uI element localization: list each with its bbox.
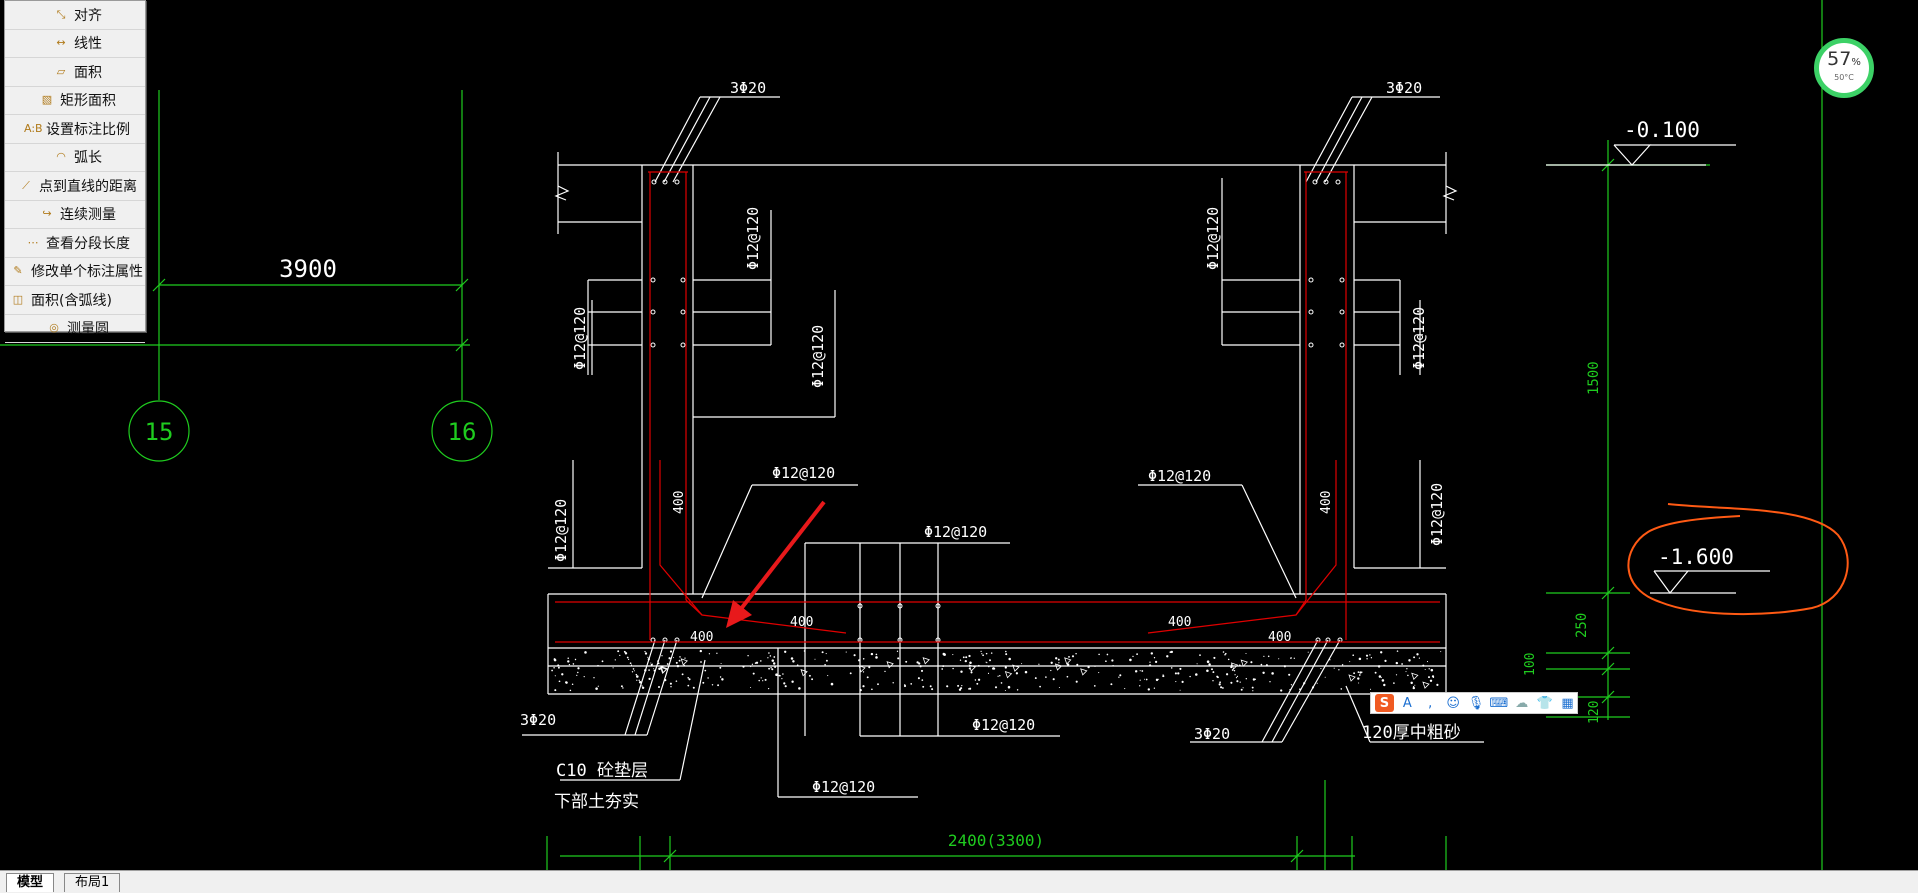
rect-area-icon: ▧ [41, 93, 53, 107]
tool-label: 对齐 [74, 7, 102, 24]
emoji-icon[interactable]: ☺ [1446, 695, 1460, 711]
tool-label: 连续测量 [60, 207, 116, 224]
tool-linear-dimension[interactable]: ↔ 线性 [5, 30, 145, 58]
stirrup-label-6: Φ12@120 [552, 499, 570, 562]
tool-label: 面积(含弧线) [31, 292, 112, 309]
sogou-logo-icon[interactable]: S [1375, 694, 1394, 712]
keyboard-icon[interactable]: ⌨ [1489, 695, 1509, 711]
cpu-percent: 57% [1827, 48, 1861, 70]
orange-highlight-circle [1627, 503, 1849, 616]
tool-label: 修改单个标注属性 [31, 264, 143, 281]
tool-rect-area[interactable]: ▧ 矩形面积 [5, 87, 145, 115]
tool-segment-length[interactable]: ⋯ 查看分段长度 [5, 229, 145, 258]
tool-arc-area[interactable]: ◫ 面积(含弧线) [5, 286, 145, 315]
concrete-speckle [551, 649, 1442, 692]
rebar-label-top-left: 3Φ20 [730, 79, 766, 97]
tool-measure-circle[interactable]: ◎ 测量圆 [5, 315, 145, 343]
dim-400-bottom-4: 400 [1268, 630, 1291, 645]
stirrup-label-5: Φ12@120 [1410, 307, 1428, 370]
cad-drawing-canvas[interactable]: 15 16 1500 250 100 120 2400(3300) [0, 0, 1918, 870]
segment-length-icon: ⋯ [27, 235, 39, 249]
dim-400-left-wall: 400 [672, 491, 687, 514]
rebar-label-bottom-right: 3Φ20 [1194, 725, 1230, 743]
area-icon: ▱ [56, 64, 66, 78]
c10-cushion-label: C10 砼垫层 [556, 761, 648, 781]
font-icon[interactable]: A [1402, 695, 1412, 711]
dim-400-bottom-3: 400 [1168, 615, 1191, 630]
rebar-label-bottom-left: 3Φ20 [520, 711, 556, 729]
arc-area-icon: ◫ [12, 292, 24, 306]
stirrup-label-8: Φ12@120 [772, 464, 835, 482]
tool-edit-dimension[interactable]: ✎ 修改单个标注属性 [5, 258, 145, 286]
stirrup-label-2: Φ12@120 [571, 307, 589, 370]
axis-16-label: 16 [448, 418, 477, 446]
tool-label: 弧长 [74, 150, 102, 167]
dim-400-bottom-2: 400 [790, 615, 813, 630]
tool-label: 测量圆 [67, 321, 109, 338]
stirrup-label-10: Φ12@120 [924, 523, 987, 541]
stirrup-label-12: Φ12@120 [812, 778, 875, 796]
tool-area[interactable]: ▱ 面积 [5, 58, 145, 87]
stirrup-label-4: Φ12@120 [1204, 207, 1222, 270]
pit-structure [522, 96, 1770, 798]
point-line-distance-icon: ⟋ [22, 178, 30, 192]
skin-icon[interactable]: 👕 [1536, 695, 1553, 711]
tab-model[interactable]: 模型 [6, 873, 55, 892]
axis-grid [0, 0, 1823, 870]
dim-400-bottom-1: 400 [690, 630, 713, 645]
ime-toolbar: S A , ☺ 🎙 ⌨ ☁ 👕 ▦ [1370, 692, 1578, 714]
align-icon: ⤡ [56, 7, 66, 21]
cpu-usage-widget[interactable]: 57% 50°C [1814, 38, 1874, 98]
scale-icon: A:B [24, 121, 43, 135]
continuous-measure-icon: ↪ [42, 207, 52, 221]
sand-layer-label: 120厚中粗砂 [1362, 723, 1461, 743]
level-bottom-label: -1.600 [1658, 545, 1734, 569]
rebar-lines [555, 171, 1440, 643]
stirrup-label-9: Φ12@120 [1148, 467, 1211, 485]
tool-label: 线性 [74, 36, 102, 53]
rebar-label-top-right: 3Φ20 [1386, 79, 1422, 97]
tab-layout1[interactable]: 布局1 [64, 873, 121, 892]
level-top-label: -0.100 [1624, 118, 1700, 142]
linear-dimension-icon: ↔ [56, 36, 66, 50]
soil-compaction-label: 下部土夯实 [554, 792, 639, 812]
edit-dimension-icon: ✎ [13, 264, 23, 278]
tool-arc-length[interactable]: ◠ 弧长 [5, 144, 145, 172]
dim-120-label: 120 [1587, 701, 1602, 724]
arc-length-icon: ◠ [56, 150, 66, 164]
layout-tab-bar: 模型 布局1 [0, 870, 1918, 893]
tool-align[interactable]: ⤡ 对齐 [5, 1, 145, 30]
tool-label: 查看分段长度 [46, 235, 130, 252]
dim-3900-label: 3900 [279, 255, 337, 283]
tool-continuous-measure[interactable]: ↪ 连续测量 [5, 201, 145, 229]
tool-label: 面积 [74, 64, 102, 81]
axis-15-label: 15 [145, 418, 174, 446]
dim-400-right-wall: 400 [1319, 491, 1334, 514]
tool-label: 点到直线的距离 [39, 178, 137, 195]
microphone-icon[interactable]: 🎙 [1467, 695, 1485, 711]
assistant-icon[interactable]: ☁ [1515, 695, 1529, 711]
dim-250-label: 250 [1574, 613, 1590, 638]
stirrup-label-7: Φ12@120 [1428, 483, 1446, 546]
dim-1500-label: 1500 [1586, 361, 1602, 395]
dim-100-label: 100 [1523, 653, 1538, 676]
red-arrow-annotation [726, 500, 826, 628]
stirrup-label-11: Φ12@120 [972, 716, 1035, 734]
tool-point-line-distance[interactable]: ⟋ 点到直线的距离 [5, 172, 145, 201]
stirrup-label-1: Φ12@120 [744, 207, 762, 270]
tool-label: 矩形面积 [60, 93, 116, 110]
tool-label: 设置标注比例 [46, 121, 130, 138]
bottom-width-label: 2400(3300) [948, 831, 1044, 850]
punctuation-icon[interactable]: , [1428, 695, 1433, 711]
stirrup-label-3: Φ12@120 [809, 325, 827, 388]
toolbox-icon[interactable]: ▦ [1561, 695, 1574, 711]
measure-circle-icon: ◎ [49, 321, 59, 335]
cpu-temperature: 50°C [1834, 73, 1854, 82]
